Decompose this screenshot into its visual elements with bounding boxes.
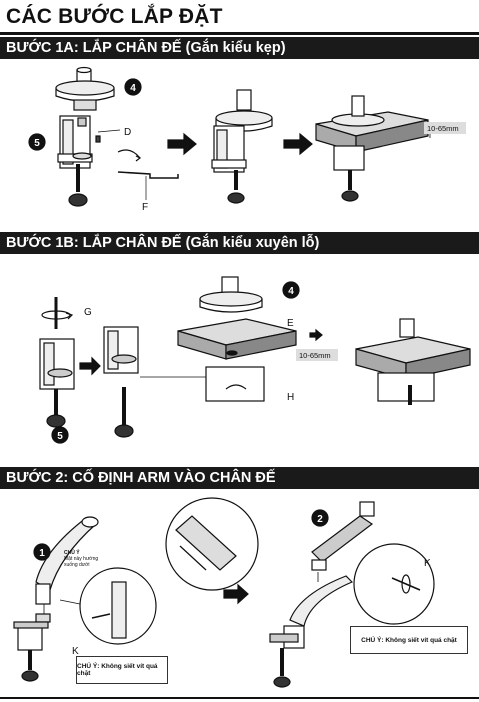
clamp-left — [39, 338, 75, 428]
hex-key-f — [117, 149, 179, 200]
step-badge-4 — [124, 78, 142, 96]
base-cap-exploded — [55, 66, 115, 111]
arrow-right-icon — [283, 132, 313, 156]
step-badge-5 — [51, 426, 69, 444]
arrow-right-icon — [167, 132, 197, 156]
step-badge-1 — [33, 543, 51, 561]
through-hole-desk — [140, 276, 297, 402]
title-divider — [0, 32, 479, 35]
dimension-label: 10-65mm — [427, 124, 459, 133]
note-box-right: CHÚ Ý: Không siết vít quá chặt — [350, 626, 468, 654]
part-label-h: H — [287, 392, 294, 403]
part-label-k-left: K — [72, 646, 79, 657]
note-box-left: CHÚ Ý: Không siết vít quá chặt — [76, 656, 168, 684]
step-1b-illustration: G 4 E H 5 10-65mm — [39, 276, 471, 444]
arm-right — [269, 501, 375, 688]
arm-note-title: CHÚ Ý — [64, 549, 80, 556]
clamp-assembled — [211, 89, 273, 204]
badge-1-label: 1 — [39, 548, 45, 559]
zoom-circle-right — [353, 543, 435, 625]
part-label-e: E — [287, 318, 294, 329]
dimension-bracket — [424, 122, 466, 138]
arm-note-line1: Mặt này hướng — [64, 556, 98, 562]
badge-2-label: 2 — [317, 514, 323, 525]
zoom-circle-left — [59, 567, 157, 645]
rotate-arrow-g — [41, 297, 74, 329]
part-label-g: G — [84, 307, 92, 318]
step-badge-2 — [311, 509, 329, 527]
arrow-right-icon — [223, 583, 249, 605]
dimension-label: 10-65mm — [299, 351, 331, 360]
arm-note-line2: xuống dưới — [64, 562, 90, 568]
badge-4-label: 4 — [130, 83, 136, 94]
step-2-illustration: 1 2 CHÚ Ý Mặt này hướng xuống dưới K K — [13, 497, 435, 688]
bottom-divider — [0, 697, 479, 699]
dimension-bracket — [296, 349, 338, 361]
step-badge-5 — [28, 133, 46, 151]
clamp-middle — [103, 326, 139, 438]
clamp-exploded — [57, 115, 93, 207]
badge-5-label: 5 — [57, 431, 63, 442]
zoom-circle-top — [165, 497, 259, 591]
screw-d — [95, 129, 121, 143]
through-hole-mounted — [355, 318, 471, 405]
arm-left — [13, 516, 99, 682]
clamp-on-desk — [315, 95, 429, 202]
step-1a-illustration: 4 5 D F 10-65mm — [28, 66, 466, 213]
part-label-f: F — [142, 202, 148, 213]
step-1b-heading: BƯỚC 1B: LẮP CHÂN ĐẾ (Gắn kiểu xuyên lỗ) — [0, 232, 479, 254]
badge-4-label: 4 — [288, 286, 294, 297]
step-1a-heading: BƯỚC 1A: LẮP CHÂN ĐẾ (Gắn kiểu kẹp) — [0, 37, 479, 59]
step-badge-4 — [282, 281, 300, 299]
step-2-heading: BƯỚC 2: CỐ ĐỊNH ARM VÀO CHÂN ĐẾ — [0, 467, 479, 489]
arrow-right-icon — [309, 328, 323, 342]
part-label-k-right: K — [424, 558, 431, 569]
page-title: CÁC BƯỚC LẮP ĐẶT — [6, 5, 223, 28]
part-label-d: D — [124, 127, 131, 138]
badge-5-label: 5 — [34, 138, 40, 149]
arrow-right-icon — [79, 356, 101, 376]
